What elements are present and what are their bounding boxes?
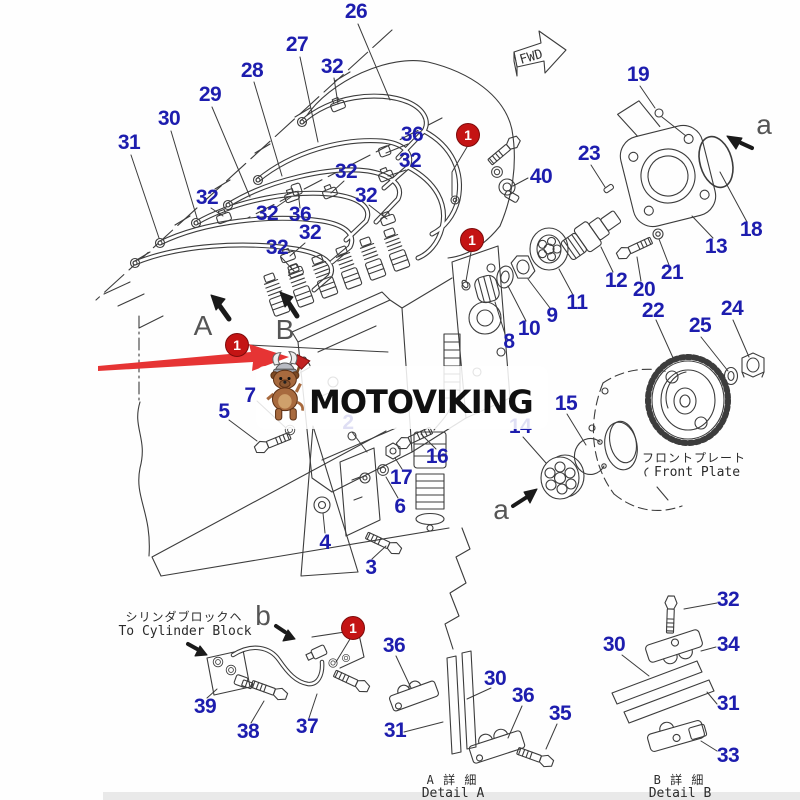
part-number-label-30: 30 [157, 107, 181, 130]
front-plate-en: Front Plate [653, 465, 741, 480]
part-number-label-32: 32 [298, 221, 322, 244]
to-cylinder-block-en: To Cylinder Block [118, 624, 252, 639]
part-number-label-38: 38 [236, 720, 260, 743]
detail-b-caption-en: Detail B [648, 786, 712, 800]
part-number-label-36: 36 [400, 123, 424, 146]
part-number-label-29: 29 [198, 83, 222, 106]
fwd-text: FWD [518, 47, 545, 68]
part-number-label-9: 9 [546, 304, 558, 327]
part-number-label-13: 13 [704, 235, 728, 258]
part-number-label-32: 32 [320, 55, 344, 78]
part-number-label-8: 8 [503, 330, 515, 353]
detail-a-caption-jp: A 詳 細 [426, 773, 478, 787]
part-number-label-36: 36 [382, 634, 406, 657]
part-number-label-16: 16 [425, 445, 449, 468]
part-number-label-27: 27 [285, 33, 309, 56]
part-number-label-32: 32 [398, 149, 422, 172]
part-number-label-10: 10 [517, 317, 541, 340]
part-number-label-23: 23 [577, 142, 601, 165]
part-number-label-36: 36 [288, 203, 312, 226]
part-number-label-4: 4 [319, 531, 331, 554]
part-number-label-30: 30 [602, 633, 626, 656]
part-number-label-6: 6 [394, 495, 406, 518]
part-number-label-20: 20 [632, 278, 656, 301]
part-number-label-34: 34 [716, 633, 740, 656]
part-number-label-7: 7 [244, 384, 256, 407]
part-number-label-25: 25 [688, 314, 712, 337]
detail-b-caption-jp: B 詳 細 [653, 773, 705, 787]
detail-a-caption-en: Detail A [421, 786, 485, 800]
watermark-band [256, 366, 548, 429]
callout-marker-1: 1 [460, 228, 484, 252]
part-number-label-19: 19 [626, 63, 650, 86]
page-edge-strip [103, 792, 800, 800]
view-letter-A: A [193, 310, 213, 341]
callout-marker-1: 1 [225, 333, 249, 357]
part-number-label-31: 31 [716, 692, 740, 715]
part-number-label-33: 33 [716, 744, 740, 767]
part-number-label-18: 18 [739, 218, 763, 241]
front-plate-jp: フロントプレート [641, 451, 747, 465]
part-number-label-39: 39 [193, 695, 217, 718]
part-number-label-12: 12 [604, 269, 628, 292]
callout-marker-1: 1 [341, 616, 365, 640]
watermark-text: MOTOVIKING [309, 383, 534, 421]
part-number-label-11: 11 [566, 291, 588, 314]
red-pointer-arrow [98, 344, 289, 371]
part-number-label-5: 5 [218, 400, 230, 423]
part-number-label-17: 17 [389, 466, 413, 489]
part-number-label-32: 32 [716, 588, 740, 611]
view-letter-a: a [493, 494, 509, 525]
part-number-label-28: 28 [240, 59, 264, 82]
callout-marker-1: 1 [456, 123, 480, 147]
part-number-label-3: 3 [365, 556, 377, 579]
part-number-label-35: 35 [548, 702, 572, 725]
part-number-label-40: 40 [529, 165, 553, 188]
part-number-label-31: 31 [383, 719, 407, 742]
part-number-label-32: 32 [334, 160, 358, 183]
part-number-label-24: 24 [720, 297, 744, 320]
part-number-label-30: 30 [483, 667, 507, 690]
part-number-label-21: 21 [660, 261, 684, 284]
to-cylinder-block-jp: シリンダブロックヘ [125, 610, 243, 624]
part-number-label-36: 36 [511, 684, 535, 707]
part-number-label-22: 22 [641, 299, 665, 322]
view-letter-B: B [275, 314, 295, 345]
part-number-label-31: 31 [117, 131, 141, 154]
part-number-label-32: 32 [255, 202, 279, 225]
part-number-label-32: 32 [354, 184, 378, 207]
view-letter-b: b [255, 600, 271, 631]
part-number-label-37: 37 [295, 715, 319, 738]
part-number-label-26: 26 [344, 0, 368, 23]
view-letter-a: a [756, 109, 772, 140]
part-number-label-32: 32 [195, 186, 219, 209]
part-number-label-15: 15 [554, 392, 578, 415]
viking-dog-mascot [266, 351, 311, 421]
part-number-label-32: 32 [265, 236, 289, 259]
fwd-arrow [513, 30, 567, 77]
